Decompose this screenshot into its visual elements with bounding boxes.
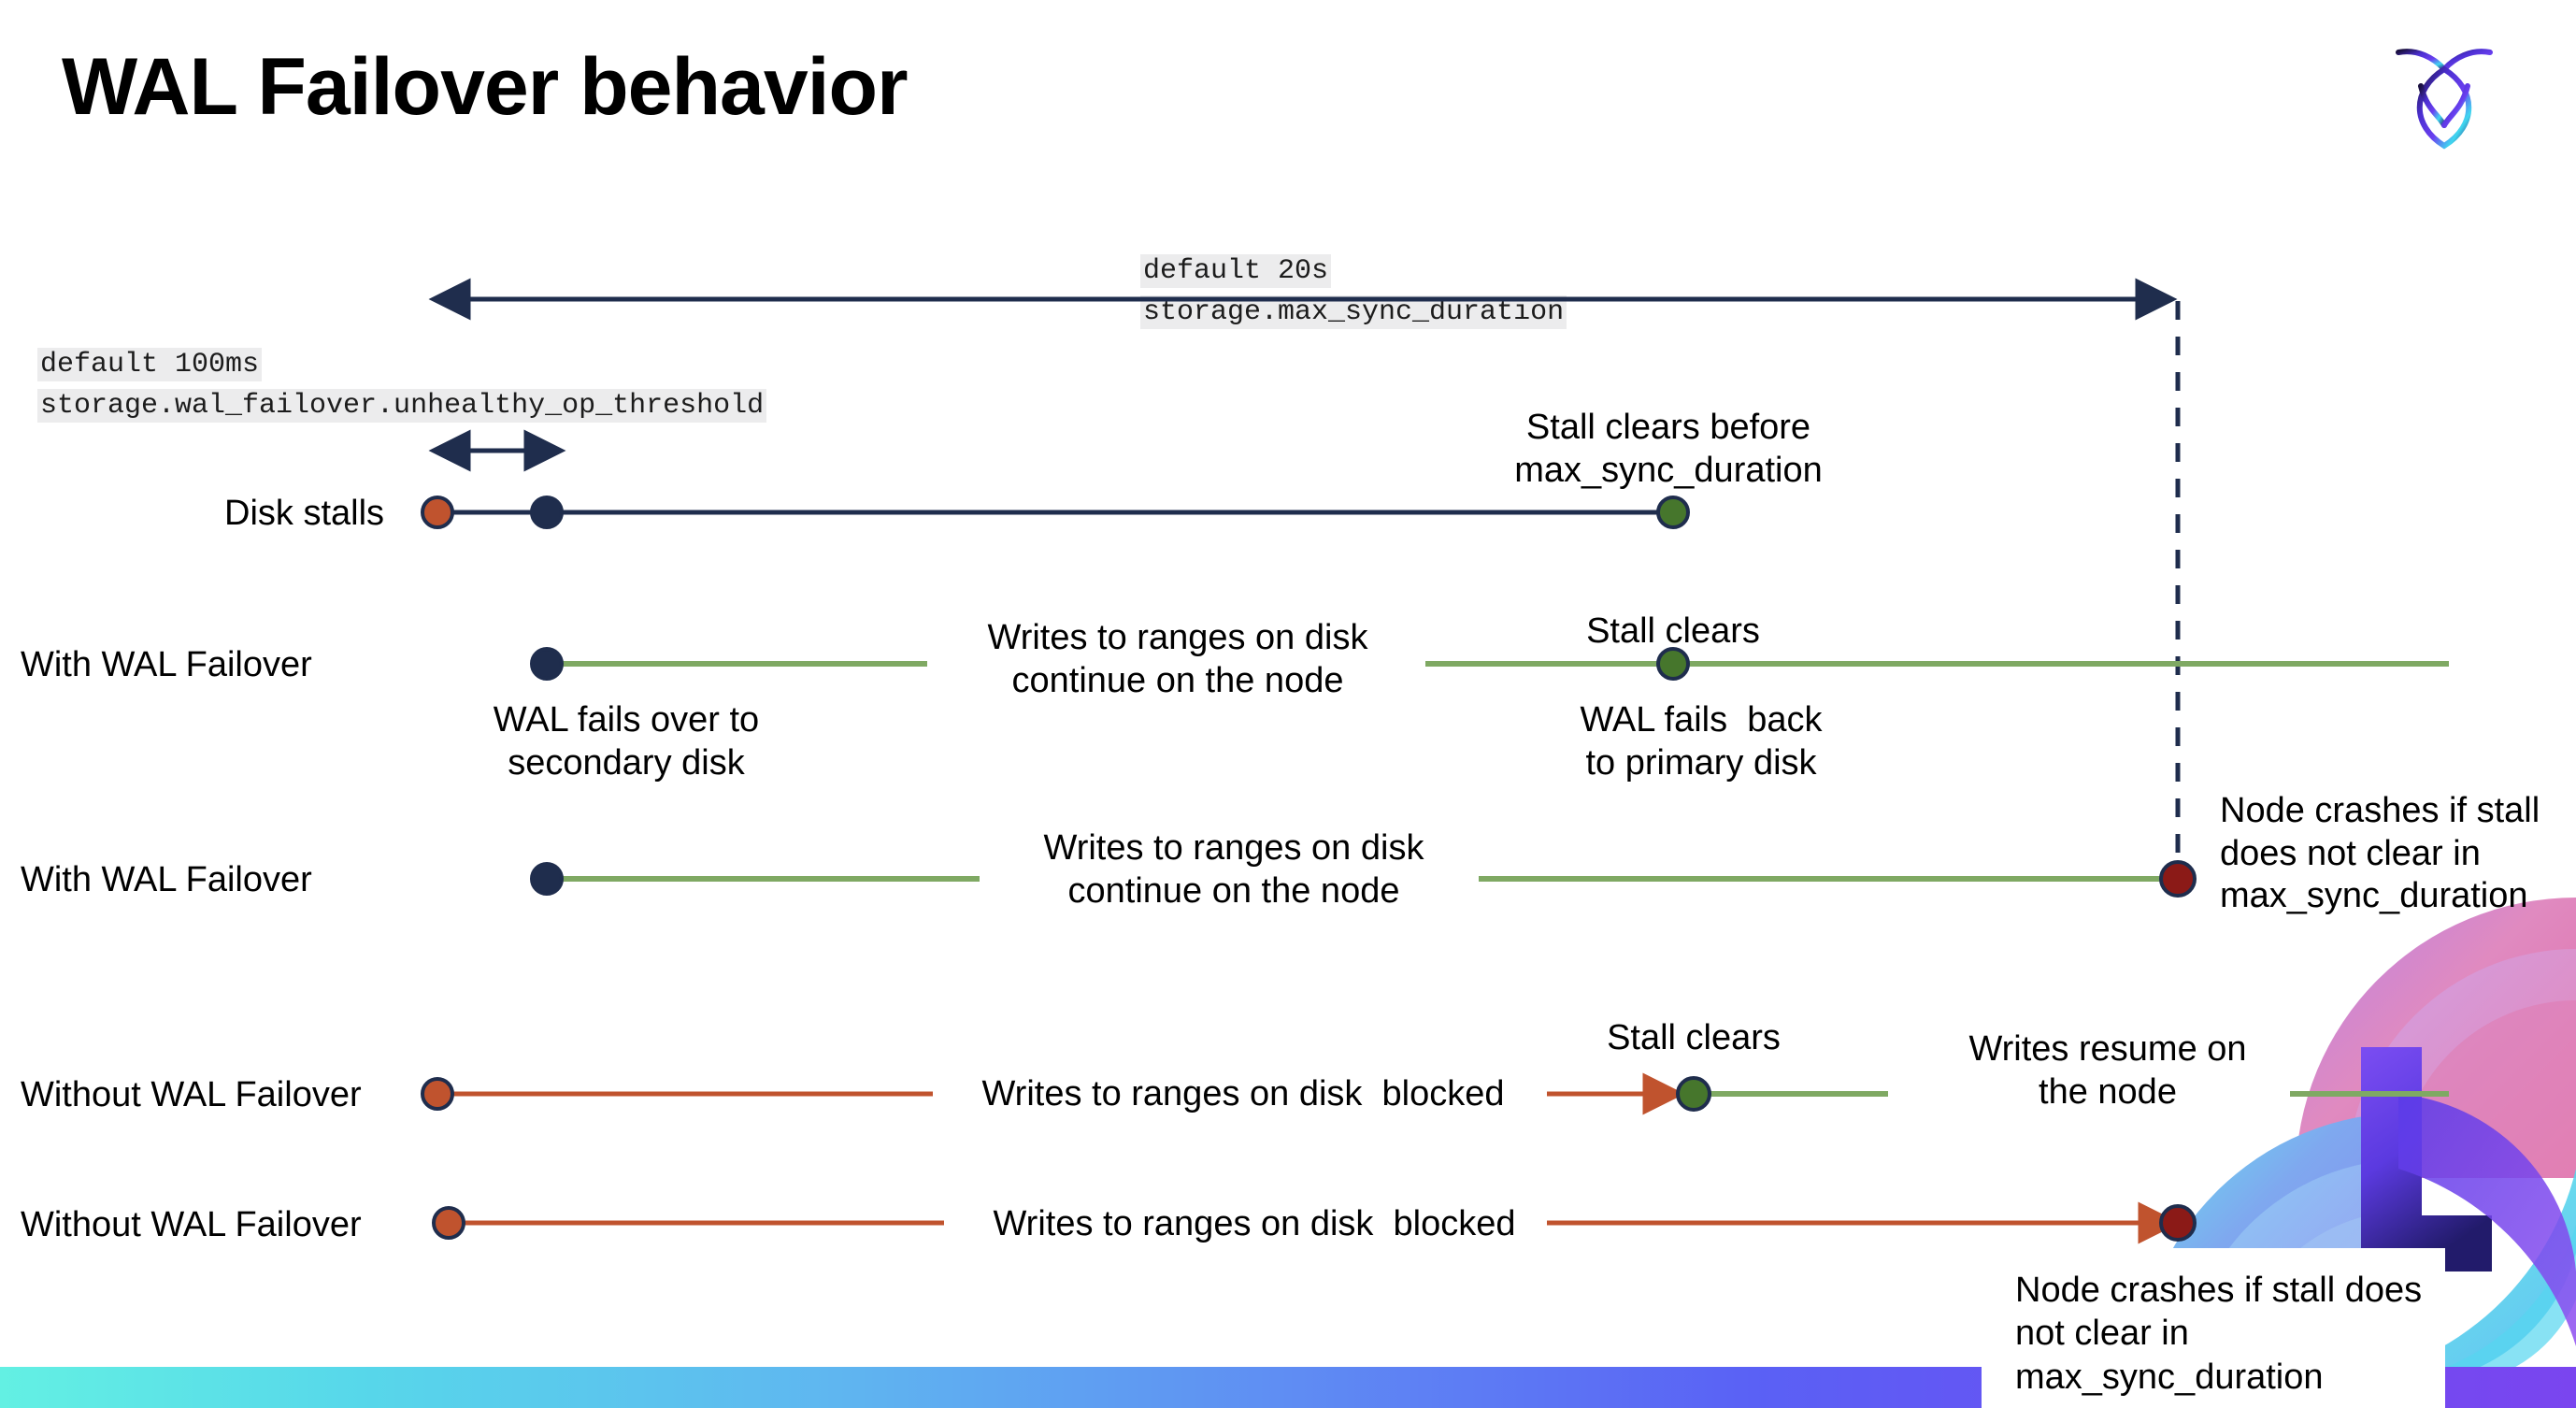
annotation-stall-clears-1: Stall clears bbox=[1586, 611, 1760, 651]
unhealthy-default-label: default 100ms bbox=[37, 348, 263, 381]
annotation-writes-blocked-2: Writes to ranges on disk blocked bbox=[993, 1204, 1516, 1243]
marker-node-crash bbox=[2159, 860, 2197, 898]
annotation-wal-fails-back: WAL fails back to primary disk bbox=[1580, 700, 1823, 783]
annotation-writes-resume: Writes resume on the node bbox=[1968, 1029, 2247, 1112]
row-label-disk-stalls: Disk stalls bbox=[224, 494, 385, 533]
page-title: WAL Failover behavior bbox=[62, 42, 909, 132]
marker-failover bbox=[530, 496, 564, 529]
marker-failover bbox=[530, 647, 564, 681]
unhealthy-setting-label: storage.wal_failover.unhealthy_op_thresh… bbox=[37, 389, 767, 423]
annotation-writes-continue-1: Writes to ranges on disk continue on the… bbox=[987, 618, 1368, 700]
marker-node-crash bbox=[2159, 1204, 2197, 1242]
annotation-node-crashes-1: Node crashes if stall does not clear in … bbox=[2220, 791, 2540, 916]
marker-failover bbox=[530, 862, 564, 896]
annotation-wal-fails-over: WAL fails over to secondary disk bbox=[493, 700, 760, 783]
annotation-node-crashes-2: Node crashes if stall does not clear in … bbox=[1982, 1248, 2445, 1408]
timeline-row-with-wal-failover-2 bbox=[530, 860, 2197, 898]
timeline-row-without-wal-failover-1 bbox=[421, 1072, 2449, 1115]
annotation-stall-clears-before: Stall clears before max_sync_duration bbox=[1514, 408, 1823, 490]
cockroachdb-logo-icon bbox=[2396, 49, 2493, 150]
row-label-without-wal-failover-2: Without WAL Failover bbox=[21, 1205, 362, 1244]
annotation-stall-clears-2: Stall clears bbox=[1607, 1018, 1781, 1057]
annotation-writes-blocked-1: Writes to ranges on disk blocked bbox=[981, 1074, 1505, 1113]
annotation-unhealthy-op-threshold: default 100ms storage.wal_failover.unhea… bbox=[37, 344, 767, 426]
timeline-row-without-wal-failover-2 bbox=[432, 1201, 2197, 1244]
row-label-with-wal-failover-1: With WAL Failover bbox=[21, 645, 312, 684]
marker-stall-start bbox=[432, 1206, 465, 1240]
row-label-with-wal-failover-2: With WAL Failover bbox=[21, 860, 312, 899]
timeline-row-with-wal-failover-1 bbox=[530, 647, 2449, 681]
marker-stall-start bbox=[421, 1077, 454, 1111]
marker-stall-clears bbox=[1656, 647, 1690, 681]
row-label-without-wal-failover-1: Without WAL Failover bbox=[21, 1075, 362, 1114]
marker-stall-clears bbox=[1676, 1076, 1711, 1112]
annotation-writes-continue-2: Writes to ranges on disk continue on the… bbox=[1043, 828, 1424, 911]
marker-stall-start bbox=[421, 496, 454, 529]
timeline-row-disk-stalls bbox=[421, 496, 1690, 529]
marker-stall-clears bbox=[1656, 496, 1690, 529]
